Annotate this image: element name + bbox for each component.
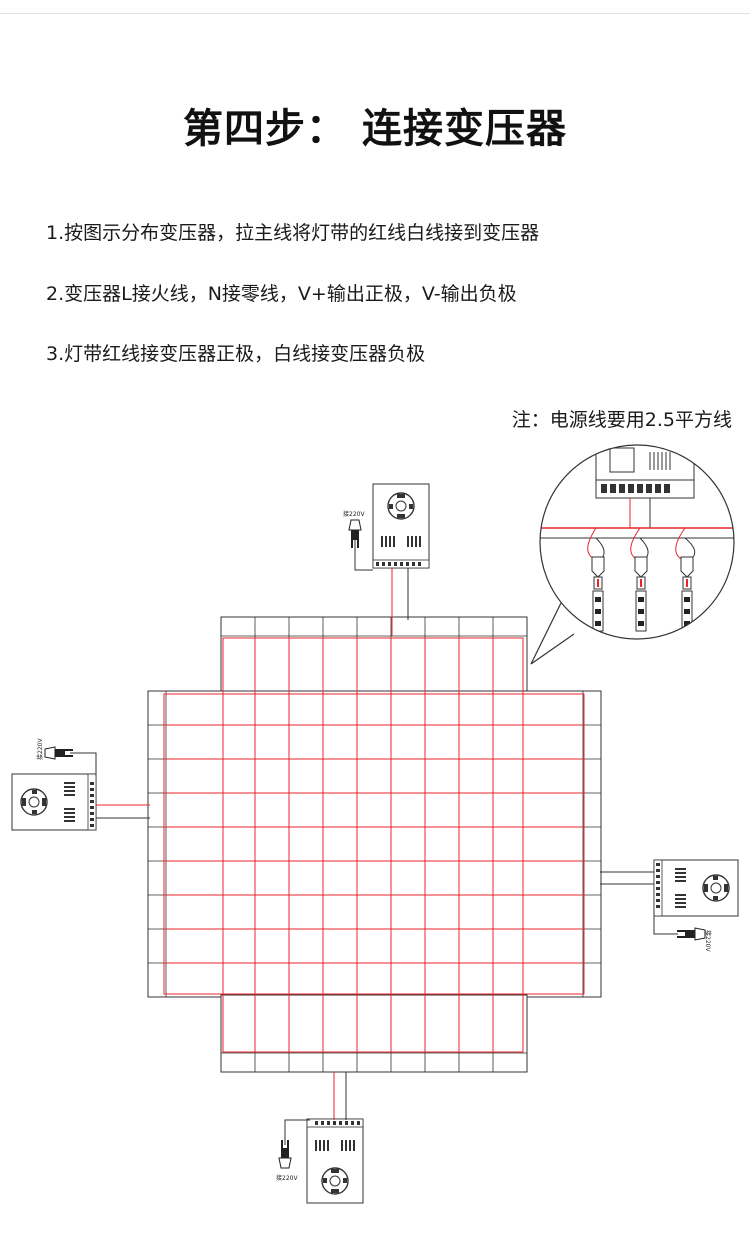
plug-label-top: 接220V	[343, 510, 365, 518]
svg-text:接220V: 接220V	[704, 930, 712, 952]
transformer-right: 接220V	[600, 859, 739, 952]
page-title: 第四步： 连接变压器	[183, 106, 567, 152]
transformer-left: 接220V	[11, 738, 150, 831]
wiring-diagram: 接220V 接220V 接220V 接220V	[11, 444, 739, 1204]
step-3-text: 3.灯带红线接变压器正极，白线接变压器负极	[46, 343, 426, 365]
svg-text:接220V: 接220V	[276, 1174, 298, 1182]
light-panel-grid	[147, 616, 602, 1073]
step-1-text: 1.按图示分布变压器，拉主线将灯带的红线白线接到变压器	[46, 222, 540, 244]
terminal-zoom-detail	[530, 444, 735, 665]
step-2-text: 2.变压器L接火线，N接零线，V+输出正极，V-输出负极	[46, 283, 517, 305]
transformer-bottom: 接220V	[276, 1072, 364, 1204]
power-cable-note: 注：电源线要用2.5平方线	[511, 409, 732, 431]
transformer-top: 接220V	[343, 483, 430, 636]
top-divider	[0, 13, 750, 14]
svg-text:接220V: 接220V	[36, 738, 44, 760]
